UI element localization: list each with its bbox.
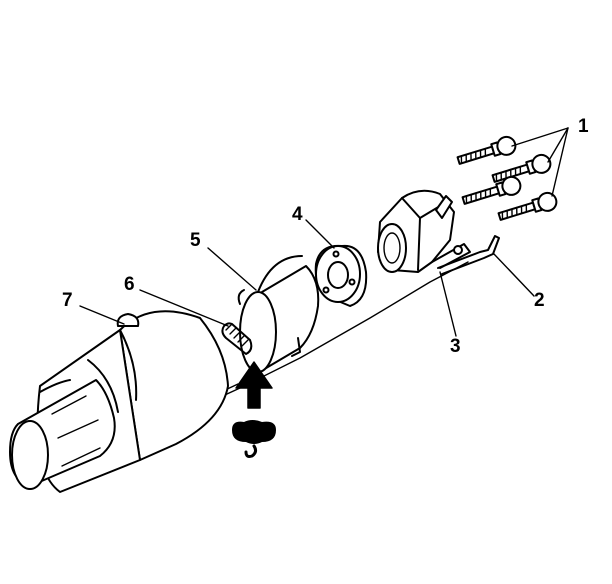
callout-2: 2	[534, 290, 545, 311]
callout-3: 3	[450, 336, 461, 357]
bolt	[456, 135, 517, 165]
bolts	[456, 135, 558, 221]
bearing-plate	[314, 244, 368, 307]
callout-7: 7	[62, 290, 73, 311]
column-jacket	[9, 310, 229, 493]
callout-4: 4	[292, 204, 303, 225]
bolt	[491, 153, 552, 183]
callout-6: 6	[124, 274, 135, 295]
callout-labels: 1 2 3 4 5 6 7	[62, 116, 589, 357]
bolt	[461, 175, 522, 205]
bent-rod	[437, 235, 500, 275]
grease-symbol	[232, 420, 276, 458]
callout-5: 5	[190, 230, 201, 251]
lock-housing	[377, 189, 471, 273]
install-arrow	[235, 361, 273, 409]
sleeve	[237, 255, 320, 375]
spring	[221, 322, 253, 355]
bolt	[497, 191, 558, 221]
callout-1: 1	[578, 116, 589, 137]
leader-lines	[79, 127, 569, 337]
